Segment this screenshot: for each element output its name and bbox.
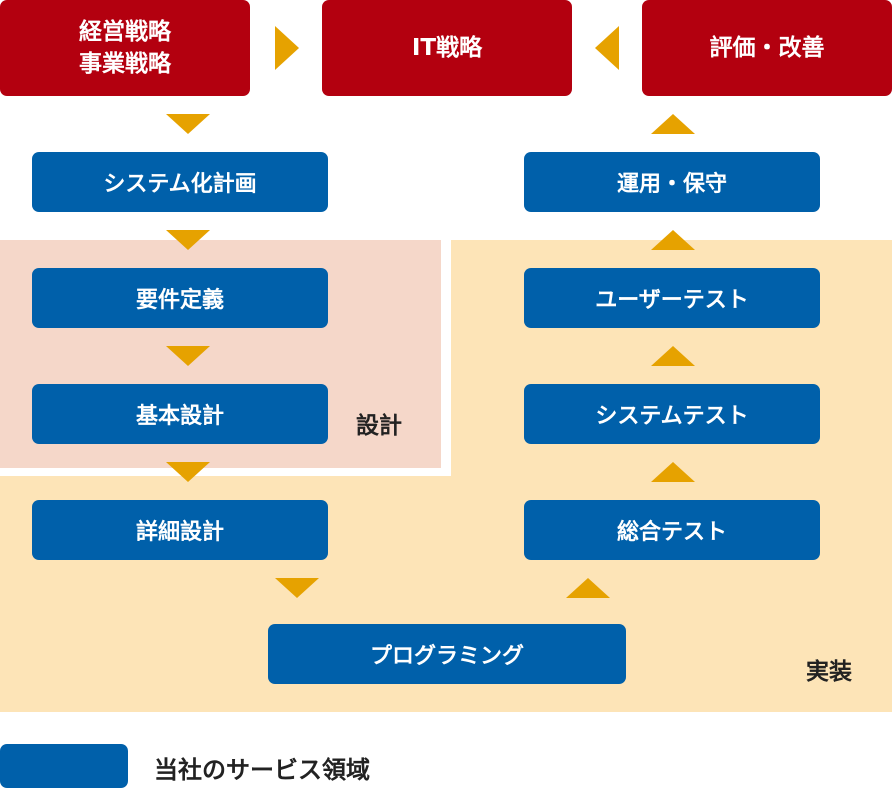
arrow-up-icon (651, 114, 695, 134)
it-strategy-box: IT戦略 (322, 0, 572, 96)
user-test-box: ユーザーテスト (524, 268, 820, 328)
arrow-down-icon (166, 230, 210, 250)
arrow-up-icon (651, 230, 695, 250)
detail-design-box: 詳細設計 (32, 500, 328, 560)
evaluation-box: 評価・改善 (642, 0, 892, 96)
arrow-down-icon (166, 462, 210, 482)
arrow-down-icon (275, 578, 319, 598)
arrow-down-icon (166, 114, 210, 134)
integration-test-box: 総合テスト (524, 500, 820, 560)
business-strategy-label: 事業戦略 (79, 51, 171, 77)
arrow-up-icon (566, 578, 610, 598)
implementation-zone-label: 実装 (806, 659, 852, 685)
system-planning-box: システム化計画 (32, 152, 328, 212)
design-zone-label: 設計 (356, 413, 402, 439)
operation-box: 運用・保守 (524, 152, 820, 212)
basic-design-box: 基本設計 (32, 384, 328, 444)
management-strategy-label: 経営戦略 (79, 19, 171, 45)
management-strategy-box: 経営戦略 事業戦略 (0, 0, 250, 96)
arrow-down-icon (166, 346, 210, 366)
legend-label: 当社のサービス領域 (154, 756, 370, 784)
legend-swatch (0, 744, 128, 788)
arrow-up-icon (651, 346, 695, 366)
requirements-box: 要件定義 (32, 268, 328, 328)
arrow-right-icon (275, 26, 299, 70)
programming-box: プログラミング (268, 624, 626, 684)
arrow-up-icon (651, 462, 695, 482)
system-test-box: システムテスト (524, 384, 820, 444)
arrow-left-icon (595, 26, 619, 70)
